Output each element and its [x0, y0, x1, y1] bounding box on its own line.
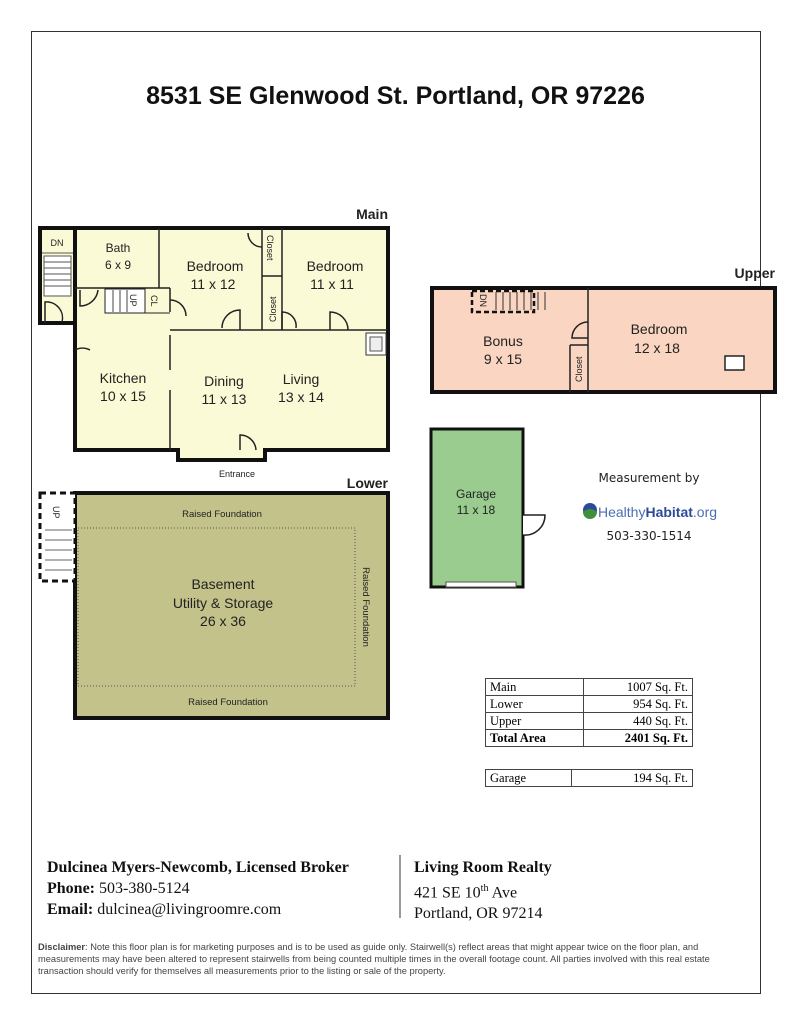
room-name: Kitchen [100, 370, 147, 386]
room-name: Utility & Storage [173, 595, 274, 611]
healthy-habitat-logo: HealthyHabitat.org [583, 503, 717, 520]
room-name: Bedroom [187, 258, 244, 274]
area-name: Total Area [485, 729, 584, 747]
room-size: 11 x 13 [202, 391, 247, 407]
measurement-phone: 503-330-1514 [606, 529, 691, 543]
room-name: Bath [106, 241, 131, 255]
disclaimer-label: Disclaimer [38, 942, 86, 952]
disclaimer: Disclaimer: Note this floor plan is for … [38, 941, 753, 977]
dn-label: DN [478, 294, 488, 307]
measurement-label: Measurement by [599, 471, 700, 485]
brand-text: Healthy [598, 504, 645, 520]
area-name: Lower [485, 695, 584, 713]
room-name: Basement [191, 576, 254, 592]
room-size: 10 x 15 [100, 388, 146, 404]
room-size: 6 x 9 [105, 258, 131, 272]
area-name: Garage [485, 769, 572, 787]
area-name: Upper [485, 712, 584, 730]
lower-floor-plan: Lower UP Raised Foundation Raised Founda… [38, 475, 390, 720]
room-name: Garage [456, 487, 496, 501]
garage-plan: Garage 11 x 18 [429, 427, 546, 589]
closet-label: Closet [574, 356, 584, 382]
room-name: Living [283, 371, 320, 387]
phone-label: Phone: [47, 880, 95, 897]
area-value: 194 Sq. Ft. [570, 769, 694, 787]
upper-floor-label: Upper [735, 265, 776, 281]
svg-text:HealthyHabitat.org: HealthyHabitat.org [598, 504, 717, 520]
agent-phone: 503-380-5124 [99, 880, 190, 897]
area-value: 2401 Sq. Ft. [583, 729, 693, 747]
street-part: Ave [488, 884, 518, 902]
brokerage-info: Living Room Realty 421 SE 10th Ave Portl… [414, 857, 552, 924]
closet-label: Closet [268, 296, 278, 322]
room-size: 11 x 12 [191, 276, 236, 292]
main-floor-label: Main [356, 206, 388, 222]
email-label: Email: [47, 901, 94, 918]
room-name: Bonus [483, 333, 523, 349]
street-part: th [480, 883, 489, 894]
raised-foundation-label: Raised Foundation [188, 697, 268, 708]
cl-label: CL [149, 295, 159, 307]
up-label: UP [51, 506, 61, 519]
upper-floor-plan: Upper DN Bonus 9 x 15 Bedroom 12 x 18 Cl… [430, 265, 777, 394]
closet-label: Closet [265, 235, 275, 261]
room-size: 26 x 36 [200, 613, 246, 629]
agent-info: Dulcinea Myers-Newcomb, Licensed Broker … [47, 857, 349, 920]
brokerage-city: Portland, OR 97214 [414, 905, 543, 923]
disclaimer-text: : Note this floor plan is for marketing … [38, 942, 710, 976]
street-part: 421 SE 10 [414, 884, 481, 902]
room-size: 12 x 18 [634, 340, 680, 356]
room-size: 11 x 11 [310, 276, 354, 292]
entrance-label: Entrance [219, 469, 255, 479]
room-name: Dining [204, 373, 244, 389]
main-dn-label: DN [51, 238, 64, 248]
room-name: Bedroom [307, 258, 364, 274]
agent-email[interactable]: dulcinea@livingroomre.com [97, 901, 282, 918]
brokerage-name: Living Room Realty [414, 859, 552, 876]
room-size: 11 x 18 [457, 503, 496, 517]
main-floor-plan: Main DN Bath 6 x 9 Bedroom 11 x 12 Bedro… [38, 206, 390, 479]
page-frame [31, 31, 761, 994]
room-size: 9 x 15 [484, 351, 522, 367]
brand-text: .org [693, 504, 717, 520]
brand-text: Habitat [645, 504, 693, 520]
room-name: Bedroom [631, 321, 688, 337]
area-name: Main [485, 678, 584, 696]
page-title: 8531 SE Glenwood St. Portland, OR 97226 [146, 82, 645, 110]
raised-foundation-label: Raised Foundation [182, 509, 262, 520]
room-size: 13 x 14 [278, 389, 324, 405]
area-value: 954 Sq. Ft. [583, 695, 693, 713]
raised-foundation-label: Raised Foundation [360, 567, 371, 647]
area-value: 440 Sq. Ft. [583, 712, 693, 730]
brokerage-street: 421 SE 10th Ave [414, 878, 552, 903]
area-value: 1007 Sq. Ft. [583, 678, 693, 696]
up-label: UP [128, 294, 138, 307]
lower-floor-label: Lower [347, 475, 389, 491]
agent-name: Dulcinea Myers-Newcomb, Licensed Broker [47, 859, 349, 876]
